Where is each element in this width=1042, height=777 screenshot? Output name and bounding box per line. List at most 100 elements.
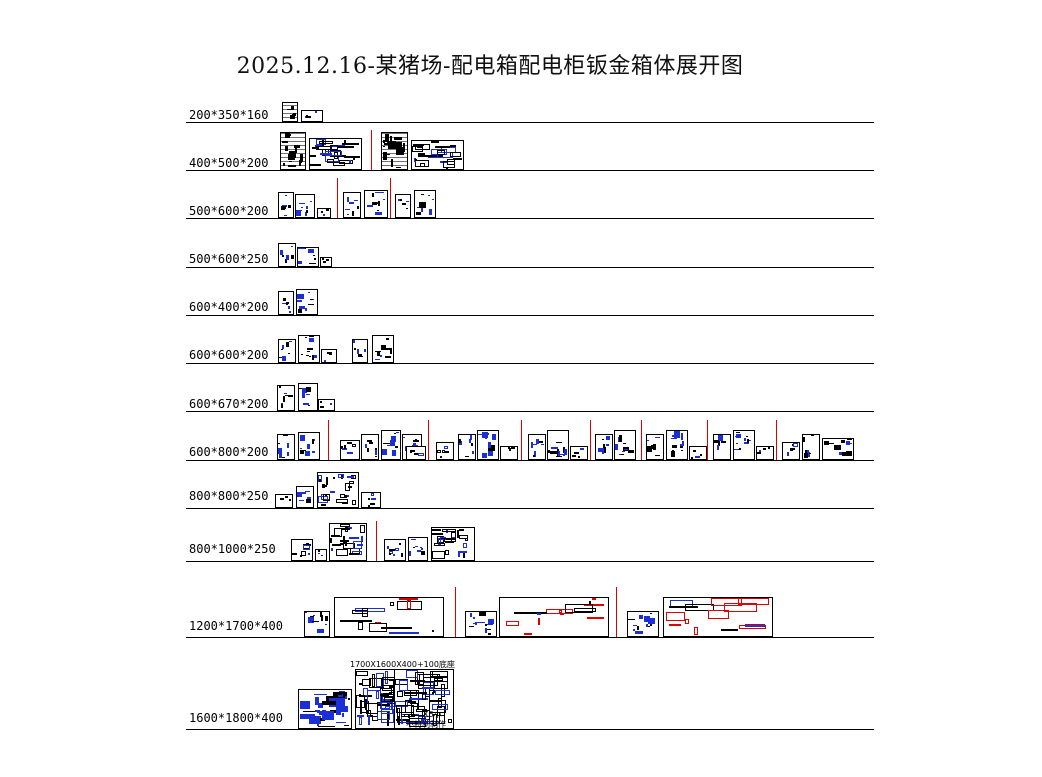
drawing-sheet-thumbnail (782, 442, 800, 460)
drawing-sheet-thumbnail (317, 472, 359, 508)
drawing-sheet-thumbnail (309, 138, 362, 170)
red-separator-line (776, 420, 777, 460)
drawing-sheet-thumbnail (595, 434, 613, 460)
red-separator-line (590, 420, 591, 460)
row-label: 600*600*200 (189, 348, 269, 362)
drawing-sheet-thumbnail (395, 194, 411, 218)
row-baseline (186, 170, 874, 171)
row-baseline (186, 315, 874, 316)
row-baseline (186, 561, 874, 562)
drawing-sheet-thumbnail (381, 430, 401, 460)
row-baseline (186, 363, 874, 364)
red-separator-line (376, 521, 377, 561)
drawing-sheet-thumbnail (277, 385, 295, 411)
red-separator-line (521, 420, 522, 460)
drawing-sheet-thumbnail (320, 257, 332, 267)
drawing-sheet-thumbnail (713, 434, 731, 460)
row-label: 200*350*160 (189, 108, 269, 122)
row-label: 600*670*200 (189, 397, 269, 411)
drawing-sheet-thumbnail (802, 434, 820, 460)
drawing-sheet-thumbnail (298, 432, 320, 460)
drawing-sheet-thumbnail (296, 289, 318, 315)
drawing-sheet-thumbnail (372, 335, 394, 363)
drawing-sheet-thumbnail (304, 611, 330, 637)
drawing-sheet-thumbnail (361, 492, 381, 508)
red-separator-line (337, 178, 338, 218)
drawing-sheet-thumbnail (411, 140, 464, 170)
drawing-sheet-thumbnail (298, 335, 320, 363)
row-baseline (186, 122, 874, 123)
row-baseline (186, 411, 874, 412)
row-label: 400*500*200 (189, 156, 269, 170)
drawing-sheet-thumbnail (614, 430, 636, 460)
drawing-sheet-thumbnail (666, 430, 688, 460)
drawing-sheet-thumbnail (465, 611, 497, 637)
drawing-sheet-thumbnail (689, 446, 707, 460)
row-label: 500*600*200 (189, 204, 269, 218)
drawing-sheet-thumbnail (436, 442, 454, 460)
row-label: 800*1000*250 (189, 542, 276, 556)
drawing-sheet-thumbnail (570, 446, 588, 460)
red-separator-line (428, 420, 429, 460)
red-separator-line (707, 420, 708, 460)
drawing-sheet-thumbnail (384, 539, 406, 561)
drawing-sheet-thumbnail (458, 434, 476, 460)
page-title: 2025.12.16-某猪场-配电箱配电柜钣金箱体展开图 (236, 54, 744, 79)
row-label: 500*600*250 (189, 252, 269, 266)
row-label: 800*800*250 (189, 489, 269, 503)
red-separator-line (616, 587, 617, 637)
drawing-sheet-thumbnail (733, 430, 755, 460)
drawing-sheet-thumbnail (361, 434, 379, 460)
row-label: 1600*1800*400 (189, 711, 283, 725)
drawing-sheet-thumbnail (547, 430, 569, 460)
row-label: 600*800*200 (189, 445, 269, 459)
drawing-sheet-thumbnail (646, 434, 664, 460)
drawing-sheet-thumbnail (278, 339, 296, 363)
red-separator-line (641, 420, 642, 460)
drawing-sheet-thumbnail (297, 247, 319, 267)
row-baseline (186, 218, 874, 219)
drawing-sheet-thumbnail (406, 446, 426, 460)
drawing-sheet-thumbnail (500, 446, 518, 460)
drawing-sheet-thumbnail (499, 597, 609, 637)
drawing-sheet-thumbnail (414, 190, 436, 218)
drawing-sheet-thumbnail (364, 190, 388, 218)
row-baseline (186, 637, 874, 638)
row-baseline (186, 267, 874, 268)
row-baseline (186, 460, 874, 461)
drawing-sheet-thumbnail (334, 597, 444, 637)
drawing-sheet-thumbnail (282, 102, 298, 122)
drawing-sheet-thumbnail (278, 291, 294, 315)
drawing-sheet-thumbnail (315, 549, 327, 561)
drawing-sheet-thumbnail (756, 446, 774, 460)
drawing-sheet-thumbnail (408, 537, 428, 561)
drawing-sheet-thumbnail (822, 438, 854, 460)
drawing-sheet-thumbnail (431, 527, 475, 561)
drawing-sheet-thumbnail (295, 194, 315, 218)
drawing-sheet-thumbnail (317, 208, 331, 218)
no-special-note: 不特制制作 (406, 720, 446, 729)
drawing-sheet-thumbnail (277, 434, 295, 460)
drawing-sheet-thumbnail (528, 434, 546, 460)
drawing-sheet-thumbnail (352, 339, 368, 363)
drawing-sheet-thumbnail (291, 539, 313, 561)
drawing-sheet-thumbnail (394, 669, 454, 729)
row-baseline (186, 508, 874, 509)
drawing-sheet-thumbnail (296, 486, 314, 508)
base-note: 1700X1600X400+100底座 (350, 660, 455, 669)
drawing-sheet-thumbnail (278, 243, 296, 267)
row-baseline (186, 729, 874, 730)
drawing-sheet-thumbnail (329, 523, 367, 561)
drawing-sheet-thumbnail (381, 132, 408, 170)
drawing-sheet-thumbnail (318, 399, 335, 411)
drawing-sheet-thumbnail (278, 192, 294, 218)
row-label: 1200*1700*400 (189, 619, 283, 633)
red-separator-line (371, 130, 372, 170)
drawing-sheet-thumbnail (477, 430, 499, 460)
drawing-sheet-thumbnail (627, 611, 659, 637)
drawing-sheet-thumbnail (343, 192, 361, 218)
drawing-sheet-thumbnail (280, 132, 306, 170)
red-separator-line (455, 587, 456, 637)
item-code: X6小 (423, 710, 442, 719)
drawing-sheet-thumbnail (321, 349, 337, 363)
